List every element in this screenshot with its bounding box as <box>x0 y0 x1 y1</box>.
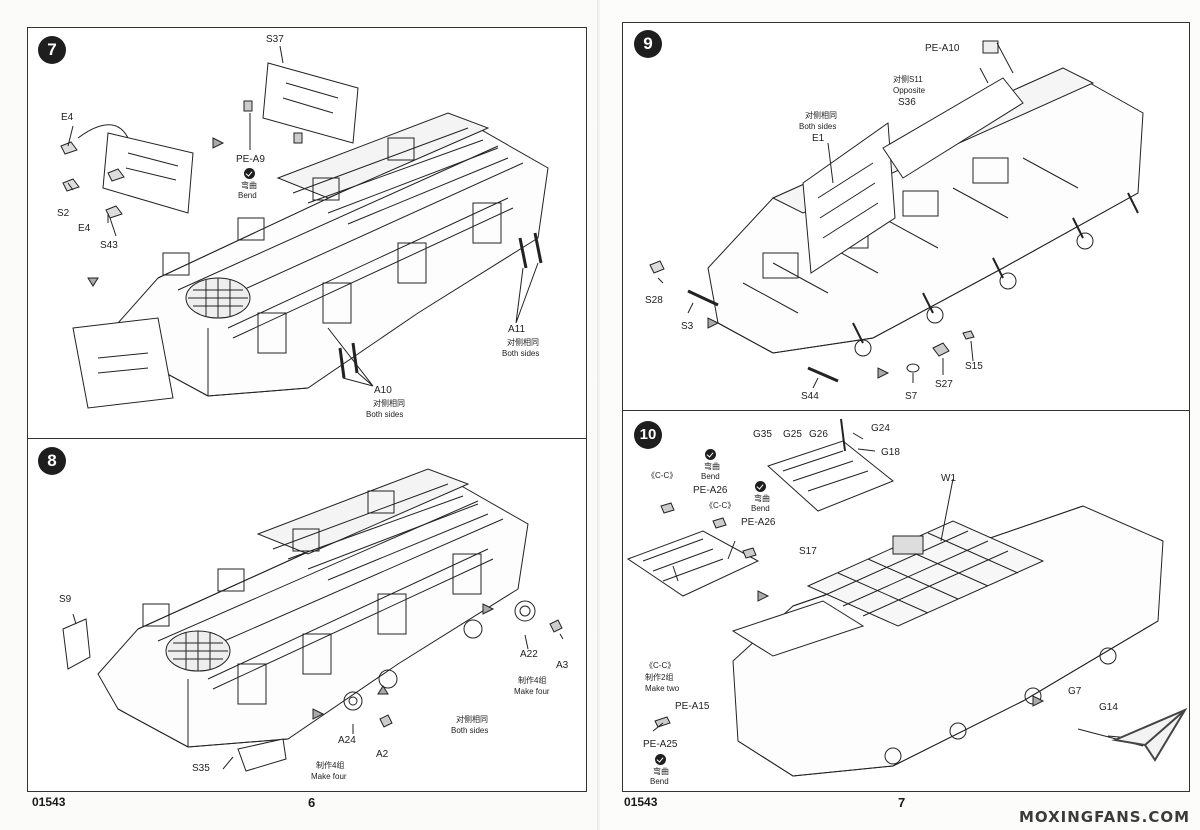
label-make2-en: Make two <box>645 684 680 693</box>
step-8-number: 8 <box>38 447 66 475</box>
label-a22: A22 <box>520 649 538 660</box>
label-s35: S35 <box>192 763 210 774</box>
label-e4-b: E4 <box>78 223 91 234</box>
step-9-number: 9 <box>634 30 662 58</box>
label-a10: A10 <box>374 385 392 396</box>
label-a3: A3 <box>556 660 569 671</box>
label-a11-en: Both sides <box>502 349 540 358</box>
label-pe-a10: PE-A10 <box>925 43 960 54</box>
label-both-sides-en: Both sides <box>451 726 489 735</box>
label-a2: A2 <box>376 749 389 760</box>
label-e1: E1 <box>812 133 825 144</box>
label-s27: S27 <box>935 379 953 390</box>
label-pe-a9: PE-A9 <box>236 154 265 165</box>
label-g25: G25 <box>783 429 802 440</box>
label-a11-cn: 对侧相同 <box>507 338 539 347</box>
label-pe-a15: PE-A15 <box>675 701 710 712</box>
label-bend1-en: Bend <box>701 472 720 481</box>
bend-icon <box>755 481 766 492</box>
watermark-text: MOXINGFANS.COM <box>1018 808 1190 826</box>
label-g14: G14 <box>1099 702 1118 713</box>
label-pe-a25: PE-A25 <box>643 739 678 750</box>
label-s11-cn: 对侧S11 <box>893 75 923 84</box>
label-s11-en: Opposite <box>893 86 926 95</box>
label-bend3-cn: 弯曲 <box>653 767 669 776</box>
watermark-logo-icon <box>1111 707 1188 762</box>
step-8-panel: 8 <box>27 438 587 792</box>
label-e1-en: Both sides <box>799 122 837 131</box>
label-s3: S3 <box>681 321 694 332</box>
label-s28: S28 <box>645 295 663 306</box>
bend-icon <box>244 168 255 179</box>
label-bend2-en: Bend <box>751 504 770 513</box>
label-s43: S43 <box>100 240 118 251</box>
step-7-number: 7 <box>38 36 66 64</box>
label-pe-a26-b: PE-A26 <box>741 517 776 528</box>
label-bend2-cn: 弯曲 <box>754 494 770 503</box>
label-e4-a: E4 <box>61 112 74 123</box>
label-a24: A24 <box>338 735 356 746</box>
label-g26: G26 <box>809 429 828 440</box>
label-both-sides-cn: 对侧相同 <box>456 715 488 724</box>
label-e1-cn: 对侧相同 <box>805 111 837 120</box>
label-s44: S44 <box>801 391 819 402</box>
label-s2: S2 <box>57 208 70 219</box>
label-a10-cn: 对侧相同 <box>373 399 405 408</box>
label-make2-cn: 制作2组 <box>645 673 674 682</box>
label-cc-3: 《C-C》 <box>645 661 676 670</box>
label-a11: A11 <box>508 324 526 335</box>
label-w1: W1 <box>941 473 956 484</box>
label-bend1-cn: 弯曲 <box>704 462 720 471</box>
label-bend3-en: Bend <box>650 777 669 786</box>
page-number-right: 7 <box>898 795 906 810</box>
label-s7: S7 <box>905 391 918 402</box>
kit-code-left: 01543 <box>32 795 66 809</box>
page-number-left: 6 <box>308 795 316 810</box>
label-make4-b-cn: 制作4组 <box>316 761 345 770</box>
label-bend-en: Bend <box>238 191 257 200</box>
step-7-panel: 7 <box>27 27 587 440</box>
label-make4-b-en: Make four <box>311 772 347 781</box>
label-make4-a-en: Make four <box>514 687 550 696</box>
bend-icon <box>655 754 666 765</box>
label-cc-2: 《C-C》 <box>705 501 736 510</box>
label-g18: G18 <box>881 447 900 458</box>
label-s17: S17 <box>799 546 817 557</box>
label-g7: G7 <box>1068 686 1082 697</box>
label-cc-1: 《C-C》 <box>647 471 678 480</box>
step-8-drawing <box>62 468 564 772</box>
left-page: 7 <box>0 0 600 830</box>
bend-icon <box>705 449 716 460</box>
label-pe-a26-a: PE-A26 <box>693 485 728 496</box>
step-9-panel: 9 <box>622 22 1190 412</box>
step-7-drawing <box>60 45 549 409</box>
label-make4-a-cn: 制作4组 <box>518 676 547 685</box>
step-10-drawing <box>626 418 1164 777</box>
label-g35: G35 <box>753 429 772 440</box>
label-g24: G24 <box>871 423 890 434</box>
step-9-drawing <box>649 40 1144 389</box>
label-s36: S36 <box>898 97 916 108</box>
label-bend-cn: 弯曲 <box>241 181 257 190</box>
right-page: 9 <box>600 0 1200 830</box>
kit-code-right: 01543 <box>624 795 658 809</box>
label-s37: S37 <box>266 34 284 45</box>
label-a10-en: Both sides <box>366 410 404 419</box>
step-10-panel: 10 <box>622 410 1190 792</box>
label-s15: S15 <box>965 361 983 372</box>
step-10-number: 10 <box>634 421 662 449</box>
label-s9: S9 <box>59 594 72 605</box>
